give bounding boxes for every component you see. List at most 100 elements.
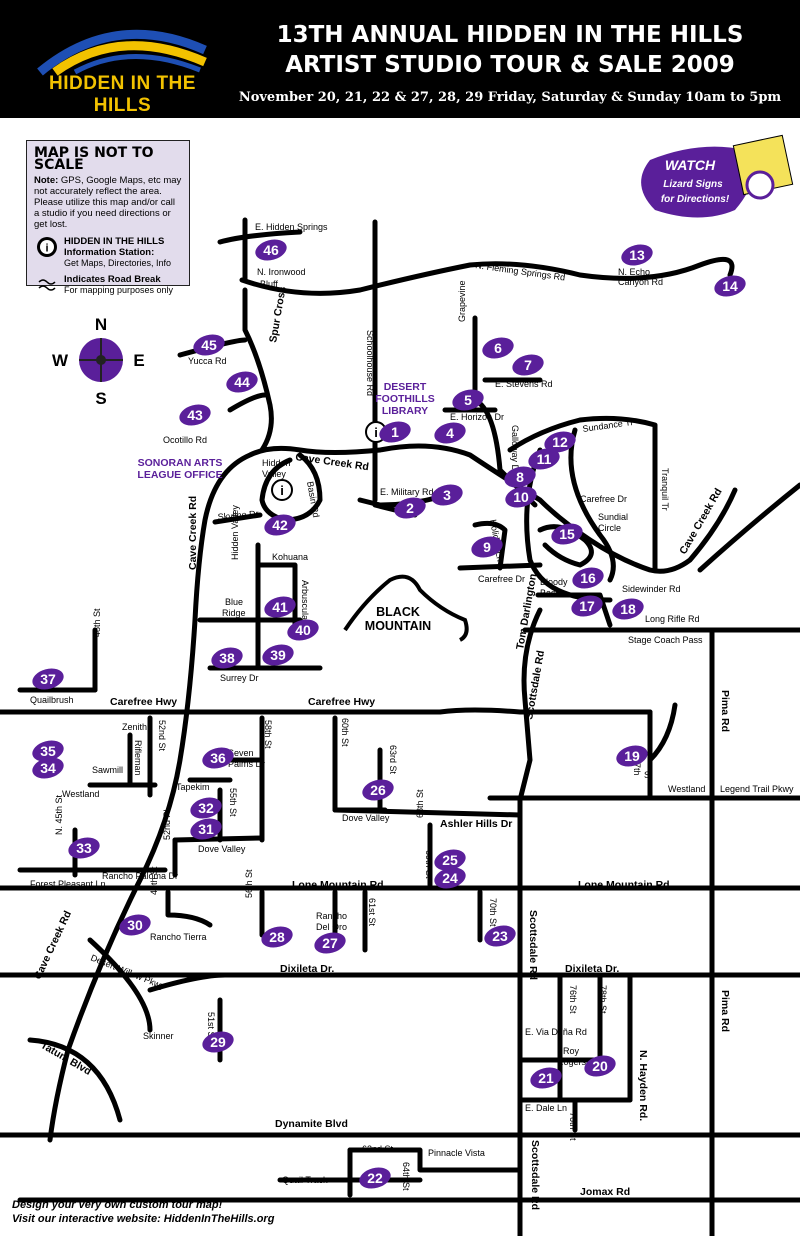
road-label-76th-b: 76th St bbox=[568, 1112, 578, 1141]
studio-marker-7[interactable]: 7 bbox=[510, 351, 546, 379]
studio-marker-5[interactable]: 5 bbox=[450, 386, 486, 414]
studio-marker-16[interactable]: 16 bbox=[570, 564, 606, 592]
studio-marker-17[interactable]: 17 bbox=[569, 592, 605, 620]
studio-marker-30[interactable]: 30 bbox=[117, 911, 153, 939]
studio-marker-shape bbox=[434, 867, 466, 889]
studio-marker-shape bbox=[484, 925, 516, 947]
studio-marker-42[interactable]: 42 bbox=[262, 511, 298, 539]
legend-info-title: HIDDEN IN THE HILLS Information Station: bbox=[64, 236, 165, 258]
header-bar: HIDDEN IN THE HILLS 13TH ANNUAL HIDDEN I… bbox=[0, 0, 800, 118]
studio-marker-shape bbox=[32, 757, 64, 779]
road-label-carefree-hwy-2: Carefree Hwy bbox=[308, 696, 375, 708]
studio-marker-24[interactable]: 24 bbox=[432, 864, 468, 892]
studio-marker-45[interactable]: 45 bbox=[191, 331, 227, 359]
road-label-51st: 51st St bbox=[206, 1012, 216, 1041]
studio-marker-40[interactable]: 40 bbox=[285, 616, 321, 644]
road-label-dove-valley-2: Dove Valley bbox=[198, 844, 246, 854]
studio-marker-shape bbox=[287, 619, 319, 641]
studio-marker-31[interactable]: 31 bbox=[188, 815, 224, 843]
studio-marker-37[interactable]: 37 bbox=[30, 665, 66, 693]
studio-marker-15[interactable]: 15 bbox=[549, 520, 585, 548]
compass-icon: N S W E bbox=[52, 315, 145, 408]
studio-marker-46[interactable]: 46 bbox=[253, 236, 289, 264]
studio-marker-22[interactable]: 22 bbox=[357, 1164, 393, 1192]
watch-lizard-sign: WATCH Lizard Signs for Directions! bbox=[641, 134, 794, 218]
studio-marker-shape bbox=[551, 523, 583, 545]
studio-marker-9[interactable]: 9 bbox=[469, 533, 505, 561]
road-label-60th: 60th St bbox=[340, 718, 350, 747]
road-label-cave-creek-left: Cave Creek Rd bbox=[187, 496, 199, 570]
studio-marker-33[interactable]: 33 bbox=[66, 834, 102, 862]
studio-marker-11[interactable]: 11 bbox=[526, 445, 562, 473]
road-label-48th: 48th St bbox=[92, 608, 102, 637]
studio-number: 4 bbox=[446, 425, 454, 441]
studio-marker-1[interactable]: 1 bbox=[377, 418, 413, 446]
road-label-lone-mtn-2: Lone Mountain Rd bbox=[578, 879, 670, 891]
studio-number: 43 bbox=[187, 407, 203, 423]
studio-marker-26[interactable]: 26 bbox=[360, 776, 396, 804]
studio-marker-13[interactable]: 13 bbox=[619, 241, 655, 269]
footer-line-2[interactable]: Visit our interactive website: HiddenInT… bbox=[12, 1213, 275, 1225]
studio-marker-23[interactable]: 23 bbox=[482, 922, 518, 950]
road-label-rancho-tierra: Rancho Tierra bbox=[150, 932, 207, 942]
studio-marker-44[interactable]: 44 bbox=[224, 368, 260, 396]
studio-marker-18[interactable]: 18 bbox=[610, 595, 646, 623]
page-title: 13TH ANNUAL HIDDEN IN THE HILLS bbox=[276, 22, 744, 48]
studio-marker-34[interactable]: 34 bbox=[30, 754, 66, 782]
road-label-spur-cross: Spur Cross bbox=[267, 286, 289, 344]
studio-marker-29[interactable]: 29 bbox=[200, 1028, 236, 1056]
studio-number: 21 bbox=[538, 1070, 554, 1086]
footer: Design your very own custom tour map! Vi… bbox=[12, 1198, 274, 1226]
studio-marker-25[interactable]: 25 bbox=[432, 846, 468, 874]
studio-marker-2[interactable]: 2 bbox=[392, 494, 428, 522]
road-label-long-rifle: Long Rifle Rd bbox=[645, 614, 700, 624]
studio-number: 7 bbox=[524, 357, 532, 373]
studio-marker-6[interactable]: 6 bbox=[480, 334, 516, 362]
road-label-70th: 70th St bbox=[488, 898, 498, 927]
studio-marker-shape bbox=[179, 404, 211, 426]
road-label-blue: Blue bbox=[225, 597, 243, 607]
road-label-jomax: Jomax Rd bbox=[580, 1186, 630, 1198]
road-label-stage-coach: Stage Coach Pass bbox=[628, 635, 703, 645]
studio-marker-21[interactable]: 21 bbox=[528, 1064, 564, 1092]
studio-number: 42 bbox=[272, 517, 288, 533]
studio-marker-28[interactable]: 28 bbox=[259, 923, 295, 951]
studio-marker-19[interactable]: 19 bbox=[614, 742, 650, 770]
studio-marker-36[interactable]: 36 bbox=[200, 744, 236, 772]
studio-marker-38[interactable]: 38 bbox=[209, 644, 245, 672]
studio-number: 12 bbox=[552, 434, 568, 450]
studio-marker-shape bbox=[528, 448, 560, 470]
road-label-e-military: E. Military Rd bbox=[380, 487, 434, 497]
studio-marker-shape bbox=[482, 337, 514, 359]
road-label-bloody: Bloody bbox=[540, 577, 568, 587]
studio-number: 34 bbox=[40, 760, 56, 776]
studio-marker-41[interactable]: 41 bbox=[262, 593, 298, 621]
studio-number: 33 bbox=[76, 840, 92, 856]
studio-marker-3[interactable]: 3 bbox=[429, 481, 465, 509]
studio-marker-10[interactable]: 10 bbox=[503, 483, 539, 511]
sonoran-label-2: LEAGUE OFFICE bbox=[137, 469, 222, 481]
studio-marker-20[interactable]: 20 bbox=[582, 1052, 618, 1080]
studio-number: 30 bbox=[127, 917, 143, 933]
studio-number: 11 bbox=[537, 451, 552, 467]
studio-number: 26 bbox=[370, 782, 386, 798]
studio-marker-shape bbox=[616, 745, 648, 767]
black-mountain-label-1: BLACK bbox=[376, 605, 420, 619]
road-label-61st: 61st St bbox=[367, 898, 377, 927]
sonoran-label-1: SONORAN ARTS bbox=[138, 457, 223, 469]
studio-marker-27[interactable]: 27 bbox=[312, 929, 348, 957]
studio-marker-8[interactable]: 8 bbox=[502, 463, 538, 491]
studio-marker-shape bbox=[512, 354, 544, 376]
studio-marker-4[interactable]: 4 bbox=[432, 419, 468, 447]
logo-arcs-icon bbox=[37, 29, 207, 76]
studio-marker-12[interactable]: 12 bbox=[542, 428, 578, 456]
studio-marker-39[interactable]: 39 bbox=[260, 641, 296, 669]
studio-number: 46 bbox=[263, 242, 279, 258]
studio-marker-shape bbox=[379, 421, 411, 443]
studio-marker-32[interactable]: 32 bbox=[188, 794, 224, 822]
studio-marker-43[interactable]: 43 bbox=[177, 401, 213, 429]
studio-marker-14[interactable]: 14 bbox=[712, 272, 748, 300]
studio-marker-35[interactable]: 35 bbox=[30, 737, 66, 765]
svg-text:i: i bbox=[374, 425, 378, 440]
